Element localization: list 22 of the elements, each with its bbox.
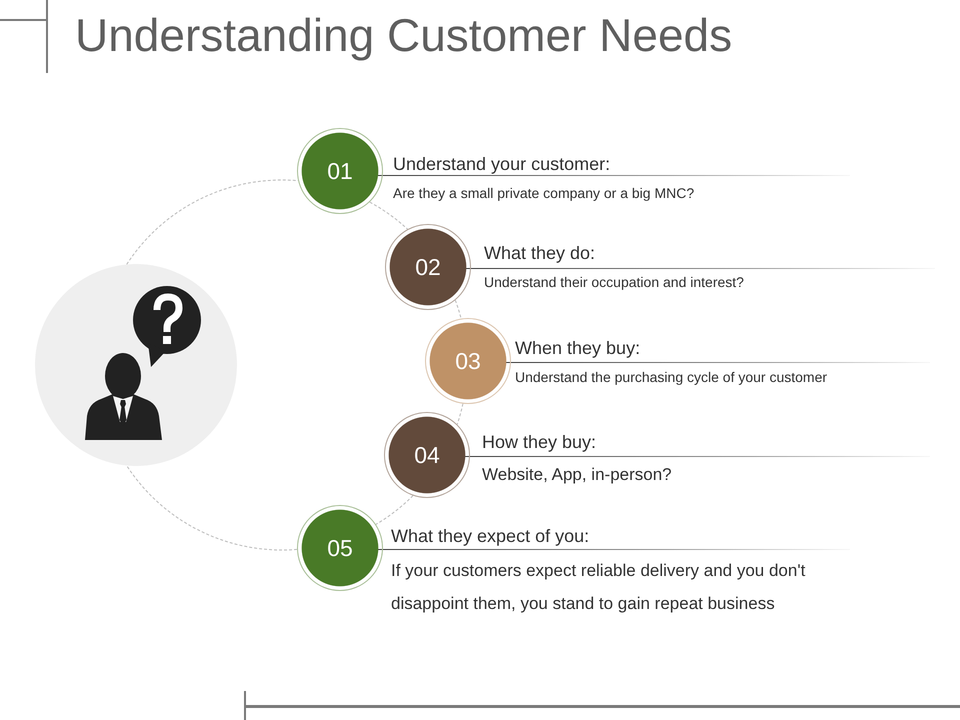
dashed-arc — [369, 202, 408, 230]
step-description: Website, App, in-person? — [482, 464, 672, 486]
dashed-arc — [126, 180, 299, 265]
slide-title: Understanding Customer Needs — [75, 8, 732, 63]
step-number: 01 — [327, 158, 353, 184]
dashed-arc — [456, 403, 464, 425]
step-description: Understand the purchasing cycle of your customer — [515, 368, 828, 387]
dashed-arc — [375, 495, 414, 525]
step-number: 04 — [414, 442, 440, 468]
step-description: Are they a small private company or a big MNC? — [393, 184, 694, 203]
step-heading: When they buy: — [515, 337, 640, 359]
step-number: 05 — [327, 535, 353, 561]
dashed-arc — [454, 300, 462, 320]
step-heading: What they do: — [484, 242, 596, 264]
step-heading: How they buy: — [482, 431, 596, 453]
step-description: If your customers expect reliable delivery and you don't disappoint them, you stand to gain repeat business — [391, 560, 806, 614]
dashed-arc — [126, 465, 298, 550]
step-heading: Understand your customer: — [393, 153, 610, 175]
step-heading: What they expect of you: — [391, 525, 590, 547]
step-description: Understand their occupation and interest? — [484, 273, 744, 292]
step-number: 02 — [415, 254, 441, 280]
step-number: 03 — [455, 348, 481, 374]
